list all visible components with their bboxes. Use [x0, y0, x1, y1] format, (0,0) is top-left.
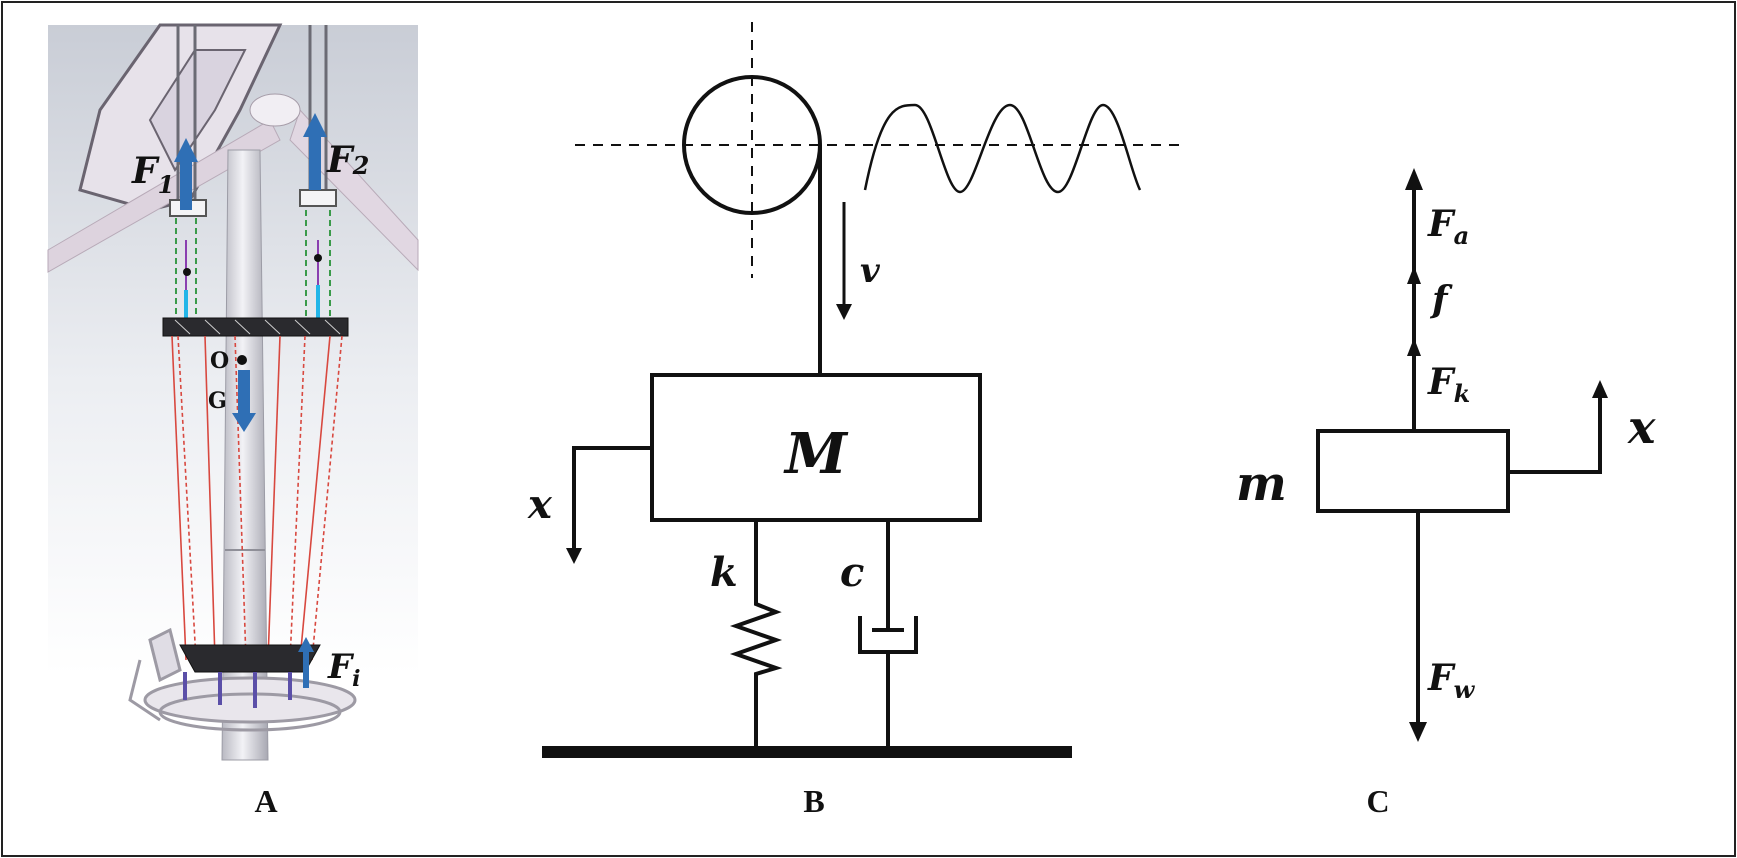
crane-frame-inner	[148, 49, 247, 172]
panel-a-label: A	[254, 783, 277, 819]
force-arrow-f1	[174, 138, 198, 210]
f2-label: F2	[326, 139, 369, 181]
hub	[249, 93, 301, 127]
lower-frame	[179, 644, 321, 673]
spring	[729, 520, 783, 752]
excitation-wave	[863, 103, 1142, 194]
fa-arrowhead	[1405, 168, 1423, 190]
tower	[221, 149, 269, 761]
fw-label: Fw	[1427, 657, 1476, 704]
platform	[128, 627, 357, 732]
fk-label: Fk	[1427, 361, 1470, 408]
panel-b: v M x k c B	[527, 22, 1180, 819]
slings	[175, 210, 331, 320]
point-o-marker	[237, 355, 247, 365]
mass-label-M: M	[783, 421, 849, 487]
panel-a: F1 F2 O G Fi A	[47, 23, 419, 819]
mass-block-m	[1316, 429, 1510, 513]
fa-label: Fa	[1427, 203, 1469, 250]
panel-c-label: C	[1366, 783, 1389, 819]
mass-label-m: m	[1236, 456, 1287, 512]
platform-posts	[183, 672, 292, 708]
fi-label: Fi	[327, 647, 361, 692]
mass-block-M	[650, 373, 982, 522]
force-arrow-fi	[298, 637, 314, 688]
red-ropes	[171, 335, 343, 661]
displacement-label-C: x	[1627, 400, 1656, 454]
panel-b-label: B	[803, 783, 824, 819]
force-arrow-f2	[303, 113, 327, 190]
point-o-label: O	[210, 348, 229, 374]
upper-beam	[162, 317, 349, 337]
damper-label: c	[840, 549, 864, 596]
gravity-arrow	[232, 370, 256, 432]
fk-arrowhead	[1407, 338, 1421, 356]
spring-label: k	[710, 549, 738, 596]
f-arrowhead	[1407, 266, 1421, 284]
displacement-arrow-c	[1508, 390, 1602, 474]
gravity-label: G	[208, 388, 227, 414]
fw-arrowhead	[1409, 722, 1427, 742]
displacement-arrow	[572, 446, 652, 555]
f-label: f	[1429, 279, 1453, 321]
blade-right	[289, 109, 419, 272]
displacement-label-B: x	[527, 481, 553, 528]
panel-c: m x Fa f Fk Fw C	[1236, 168, 1656, 819]
f1-label: F1	[131, 150, 174, 199]
velocity-label: v	[860, 251, 881, 291]
